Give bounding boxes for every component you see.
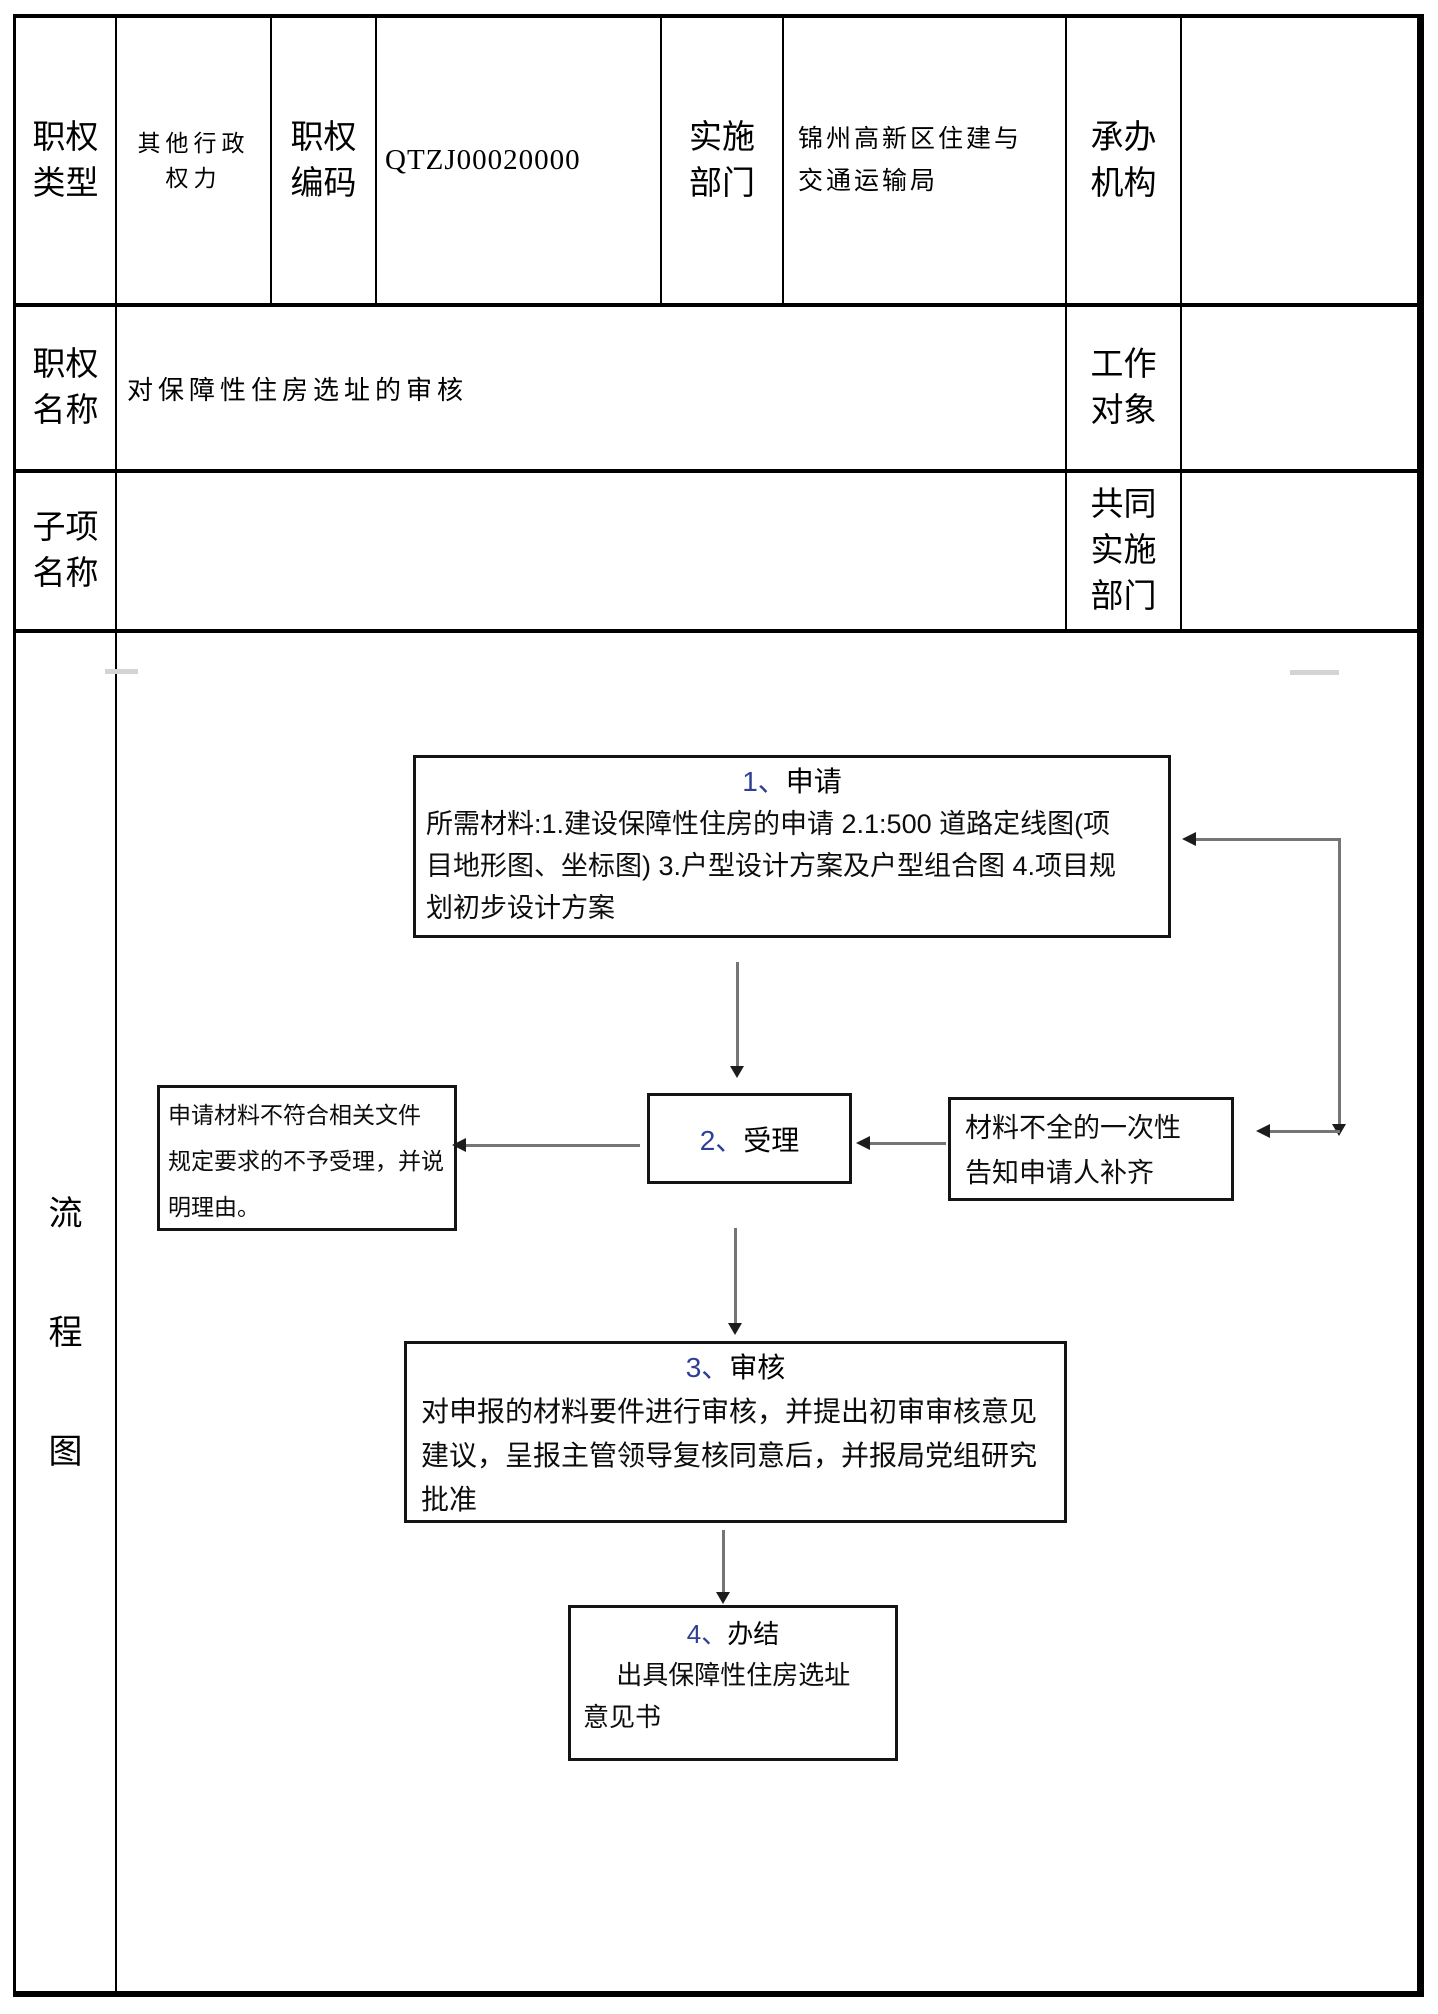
arrow-step3-to-step4-line: [722, 1530, 725, 1592]
work-object-header-cell: 工作 对象: [1065, 303, 1180, 469]
authority-name-value: 对保障性住房选址的审核: [127, 375, 469, 405]
authority-name-header-cell: 职权 名称: [16, 303, 115, 469]
flow-step4-complete-box: 4、办结 出具保障性住房选址 意见书: [568, 1605, 898, 1761]
arrow-step1-to-step2-line: [736, 962, 739, 1066]
flow-step4-number: 4、: [686, 1619, 728, 1649]
flow-step3-review-box: 3、审核 对申报的材料要件进行审核，并提出初审审核意见 建议，呈报主管领导复核同…: [404, 1341, 1067, 1523]
authority-code-value-cell: QTZJ00020000: [375, 18, 660, 303]
flow-step1-materials-text: 所需材料:1.建设保障性住房的申请 2.1:500 道路定线图(项 目地形图、坐…: [426, 809, 1117, 923]
flow-step4-title: 4、办结: [571, 1614, 895, 1654]
arrow-step2-to-step3-head: [728, 1323, 742, 1335]
flow-step2-title-text: 受理: [743, 1124, 800, 1156]
arrow-step2-to-reject-line: [466, 1144, 640, 1147]
flow-supplement-note-box: 材料不全的一次性 告知申请人补齐: [948, 1097, 1234, 1201]
flow-step1-apply-box: 1、申请 所需材料:1.建设保障性住房的申请 2.1:500 道路定线图(项 目…: [413, 755, 1171, 938]
authority-code-label: 职权 编码: [290, 119, 357, 202]
sub-item-header-cell: 子项 名称: [16, 469, 115, 629]
scan-artifact-dash-left: [105, 669, 138, 674]
implementing-dept-value: 锦州高新区住建与 交通运输局: [798, 125, 1023, 195]
sub-item-label: 子项 名称: [32, 510, 99, 592]
flowchart-label-char-3: 图: [48, 1433, 83, 1471]
authority-code-value: QTZJ00020000: [385, 144, 581, 176]
flow-step4-result-text: 出具保障性住房选址 意见书: [583, 1660, 851, 1732]
flowchart-header-cell: 流 程 图: [16, 629, 115, 1991]
joint-impl-dept-value-cell: [1180, 469, 1417, 629]
scan-artifact-dash-right: [1290, 670, 1339, 675]
flow-step1-title: 1、申请: [416, 761, 1168, 803]
authority-type-value: 其他行政 权力: [137, 130, 250, 191]
flow-reject-note-text: 申请材料不符合相关文件 规定要求的不予受理，并说 明理由。: [168, 1102, 444, 1220]
arrow-supplement-to-step2-line: [870, 1142, 946, 1145]
flowchart-label-char-1: 流: [48, 1195, 83, 1233]
authority-name-value-cell: 对保障性住房选址的审核: [115, 303, 1065, 469]
flow-step4-title-text: 办结: [727, 1619, 780, 1649]
arrow-supplement-to-step2-head: [856, 1136, 870, 1150]
arrow-step1-to-step2-head: [730, 1066, 744, 1078]
authority-code-header-cell: 职权 编码: [270, 18, 375, 303]
flowchart-area-cell: [115, 629, 1417, 1991]
handling-org-header-cell: 承办 机构: [1065, 18, 1180, 303]
sub-item-value-cell: [115, 469, 1065, 629]
flow-step2-number: 2、: [699, 1124, 744, 1156]
handling-org-value-cell: [1180, 18, 1417, 303]
flow-reject-note-box: 申请材料不符合相关文件 规定要求的不予受理，并说 明理由。: [157, 1085, 457, 1231]
arrow-step2-to-step3-line: [734, 1228, 737, 1323]
flow-step1-number: 1、: [742, 766, 786, 797]
joint-impl-dept-header-cell: 共同 实施 部门: [1065, 469, 1180, 629]
implementing-dept-header-cell: 实施 部门: [660, 18, 782, 303]
flowchart-label-char-2: 程: [48, 1314, 83, 1352]
joint-impl-dept-label: 共同 实施 部门: [1090, 487, 1157, 615]
flow-step3-number: 3、: [685, 1352, 730, 1383]
loop-connector-top-line: [1196, 838, 1341, 841]
loop-connector-top-head: [1182, 832, 1196, 846]
loop-connector-bottom-head: [1256, 1124, 1270, 1138]
loop-connector-bottom-line: [1270, 1130, 1340, 1133]
implementing-dept-value-cell: 锦州高新区住建与 交通运输局: [782, 18, 1065, 303]
implementing-dept-label: 实施 部门: [689, 119, 755, 202]
arrow-step3-to-step4-head: [716, 1592, 730, 1604]
authority-name-label: 职权 名称: [32, 347, 99, 429]
authority-type-value-cell: 其他行政 权力: [115, 18, 270, 303]
flow-step3-title-text: 审核: [729, 1352, 786, 1383]
authority-type-label: 职权 类型: [32, 119, 99, 202]
flow-step3-title: 3、审核: [407, 1346, 1064, 1390]
arrow-step2-to-reject-head: [452, 1138, 466, 1152]
flow-step1-title-text: 申请: [785, 766, 842, 797]
authority-type-header-cell: 职权 类型: [16, 18, 115, 303]
flow-supplement-note-text: 材料不全的一次性 告知申请人补齐: [965, 1113, 1181, 1188]
flow-step3-description-text: 对申报的材料要件进行审核，并提出初审审核意见 建议，呈报主管领导复核同意后，并报…: [421, 1396, 1038, 1515]
handling-org-label: 承办 机构: [1090, 119, 1157, 202]
work-object-label: 工作 对象: [1090, 347, 1157, 429]
loop-connector-vertical-line: [1338, 838, 1341, 1124]
work-object-value-cell: [1180, 303, 1417, 469]
flow-step2-accept-box: 2、受理: [647, 1093, 852, 1184]
